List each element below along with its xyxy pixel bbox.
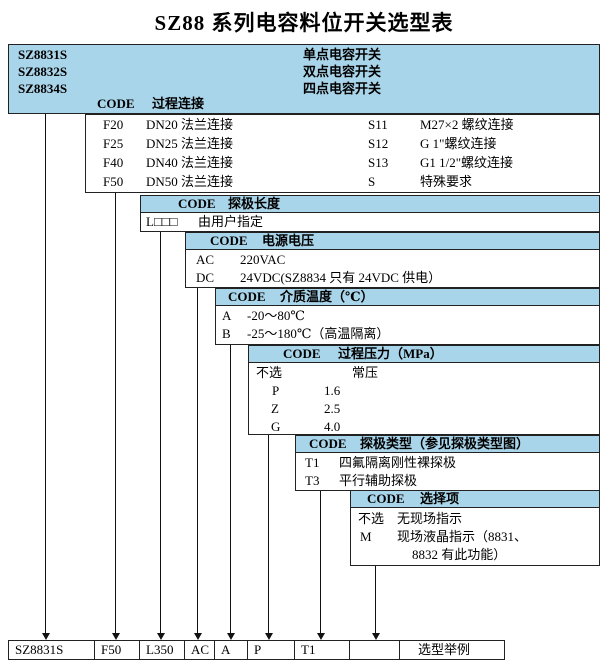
power-supply-body — [185, 249, 600, 288]
example-label: 选型举例 — [399, 640, 505, 660]
connector-line — [160, 232, 161, 634]
option-code: G — [271, 419, 281, 434]
option-code: F20 — [103, 117, 124, 132]
option-code: B — [222, 326, 231, 341]
option-desc: DN25 法兰连接 — [146, 136, 234, 151]
arrow-down-icon — [265, 633, 273, 640]
section-title: 选择项 — [420, 491, 460, 506]
section-title: 介质温度（℃） — [280, 289, 374, 304]
section-title: 探极类型（参见探极类型图） — [360, 436, 530, 451]
page-title: SZ88 系列电容料位开关选型表 — [154, 11, 454, 35]
example-cell-pressure: P — [247, 640, 295, 660]
option-desc: 常压 — [352, 365, 379, 380]
option-code: S — [368, 174, 376, 189]
option-code: F40 — [103, 155, 124, 170]
code-label: CODE — [97, 96, 135, 111]
probe-type-body — [295, 452, 600, 491]
arrow-down-icon — [317, 633, 325, 640]
example-cell-probe: T1 — [294, 640, 350, 660]
options-body — [350, 507, 600, 566]
option-desc: 现场液晶指示（8831、 — [397, 529, 528, 544]
option-code: S12 — [368, 136, 389, 151]
section-title: 电源电压 — [262, 233, 315, 248]
model-code: SZ8831S — [18, 47, 68, 62]
example-cell-power: AC — [184, 640, 215, 660]
arrow-down-icon — [194, 633, 202, 640]
section-title: 过程压力（MPa） — [338, 346, 443, 361]
option-desc: 无现场指示 — [397, 511, 463, 526]
option-code: S11 — [368, 117, 388, 132]
option-code: AC — [196, 252, 215, 267]
option-desc: DN40 法兰连接 — [146, 155, 234, 170]
option-desc: DN20 法兰连接 — [146, 117, 234, 132]
option-desc: DN50 法兰连接 — [146, 174, 234, 189]
example-cell-option — [349, 640, 400, 660]
option-code: T3 — [305, 473, 320, 488]
medium-temp-header — [215, 288, 600, 306]
probe-length-body — [140, 212, 600, 232]
connector-line — [320, 491, 321, 634]
arrow-down-icon — [227, 633, 235, 640]
connector-line — [268, 435, 269, 634]
option-desc: -20～80℃ — [247, 308, 305, 323]
example-cell-model: SZ8831S — [8, 640, 95, 660]
connector-line — [115, 193, 116, 634]
code-label: CODE — [367, 491, 405, 506]
option-desc: 由用户指定 — [198, 214, 264, 229]
option-desc: G1 1/2"螺纹连接 — [420, 155, 514, 170]
model-desc: 单点电容开关 — [303, 47, 382, 62]
section-title: 探极长度 — [228, 196, 281, 211]
code-label: CODE — [228, 289, 266, 304]
connector-line — [197, 288, 198, 634]
option-code: DC — [196, 270, 215, 285]
option-desc: 特殊要求 — [420, 174, 473, 189]
option-desc-line2: 8832 有此功能） — [412, 547, 507, 562]
model-code: SZ8832S — [18, 64, 68, 79]
model-header-block — [8, 44, 600, 114]
option-code: A — [222, 308, 232, 323]
example-cell-temp: A — [214, 640, 248, 660]
option-code: 不选 — [358, 511, 385, 526]
option-code: L□□□ — [146, 214, 178, 229]
example-cell-connection: F50 — [94, 640, 140, 660]
option-desc: 1.6 — [324, 383, 341, 398]
arrow-down-icon — [372, 633, 380, 640]
option-desc: 4.0 — [324, 419, 341, 434]
arrow-down-icon — [42, 633, 50, 640]
pressure-body — [248, 362, 600, 435]
connector-line — [230, 345, 231, 634]
option-desc: 平行辅助探极 — [339, 473, 418, 488]
option-desc: 24VDC(SZ8834 只有 24VDC 供电） — [240, 270, 442, 285]
code-label: CODE — [178, 196, 216, 211]
model-desc: 双点电容开关 — [303, 64, 382, 79]
option-desc: 2.5 — [324, 401, 341, 416]
connector-line — [375, 566, 376, 634]
option-code: P — [272, 383, 280, 398]
code-label: CODE — [210, 233, 248, 248]
process-connection-body — [85, 114, 600, 193]
arrow-down-icon — [157, 633, 165, 640]
option-desc: G 1"螺纹连接 — [420, 136, 497, 151]
model-code: SZ8834S — [18, 81, 68, 96]
arrow-down-icon — [112, 633, 120, 640]
option-desc: 220VAC — [240, 252, 286, 267]
option-code: Z — [271, 401, 279, 416]
connector-line — [45, 114, 46, 634]
option-code: S13 — [368, 155, 389, 170]
medium-temp-body — [215, 305, 600, 345]
option-code: M — [360, 529, 372, 544]
code-label: CODE — [283, 346, 321, 361]
option-desc: 四氟隔离刚性裸探极 — [339, 455, 457, 470]
option-code: 不选 — [256, 365, 283, 380]
example-cell-length: L350 — [139, 640, 185, 660]
model-desc: 四点电容开关 — [303, 81, 382, 96]
option-code: F25 — [103, 136, 124, 151]
section-title: 过程连接 — [152, 96, 205, 111]
option-desc: M27×2 螺纹连接 — [420, 117, 514, 132]
option-code: T1 — [305, 455, 320, 470]
option-desc: -25～180℃（高温隔离） — [247, 326, 390, 341]
code-label: CODE — [309, 436, 347, 451]
option-code: F50 — [103, 174, 124, 189]
